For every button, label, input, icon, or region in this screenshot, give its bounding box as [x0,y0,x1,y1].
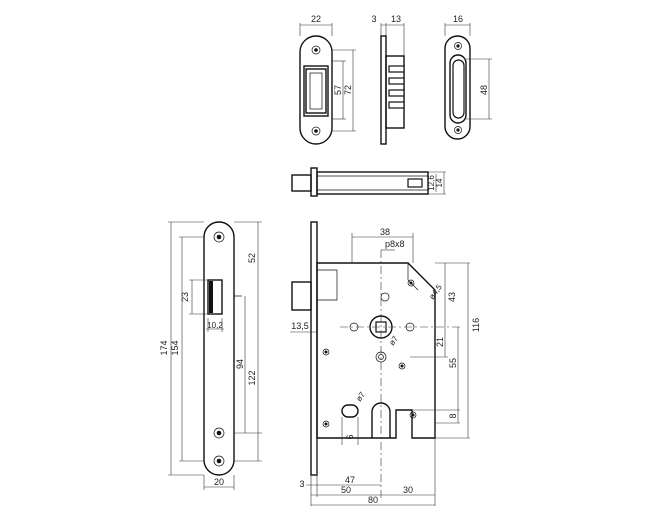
dead-strike-height-label: 48 [479,85,489,95]
latch-height-1-label: 12,6 [427,175,436,191]
slot-width-label: 6 [345,434,355,439]
body-backset-top-label: 38 [380,227,390,237]
body-8-label: 8 [448,413,458,418]
latch-height-label: 23 [180,292,190,302]
bottom-50-label: 50 [341,485,351,495]
hole-7-label: ø7 [387,334,400,347]
body-21-label: 21 [435,337,445,347]
latch-width-label: 10,2 [207,321,223,330]
strike-plate-side: 3 13 [371,14,405,145]
forend-thickness-label: 13,5 [291,321,309,331]
strike-depth-label: 3 [371,14,376,24]
strike-outer-height-label: 72 [343,85,353,95]
faceplate-inner-height-label: 154 [170,340,180,355]
lock-body: 38 p8x8 43 116 ø4,5 21 55 8 ø7 ø7 6 13,5 [290,221,481,506]
latch-top-view: 12,6 14 [291,167,446,197]
dead-strike-width-label: 16 [453,14,463,24]
spindle-size-label: p8x8 [385,239,405,249]
bottom-3-label: 3 [299,479,304,489]
faceplate-spacing-label: 94 [235,359,245,369]
latch-height-2-label: 14 [435,178,444,187]
faceplate-top-offset-label: 52 [247,253,257,263]
faceplate-outer-height-label: 174 [159,340,169,355]
faceplate: 174 154 23 10,2 52 94 122 20 [159,221,262,490]
faceplate-spacing2-label: 122 [247,370,257,385]
dead-strike-front: 16 48 [444,14,492,140]
strike-inner-height-label: 57 [333,85,343,95]
bottom-30-label: 30 [403,485,413,495]
body-55-label: 55 [448,358,458,368]
svg-text:ø7: ø7 [354,390,367,403]
strike-plate-front: 22 57 72 [299,14,356,145]
bottom-80-label: 80 [368,495,378,505]
strike-width-label: 22 [311,14,321,24]
body-116-label: 116 [471,318,481,332]
strike-body-label: 13 [391,14,401,24]
body-43-label: 43 [447,292,457,302]
bottom-47-label: 47 [345,475,355,485]
faceplate-width-label: 20 [214,477,224,487]
